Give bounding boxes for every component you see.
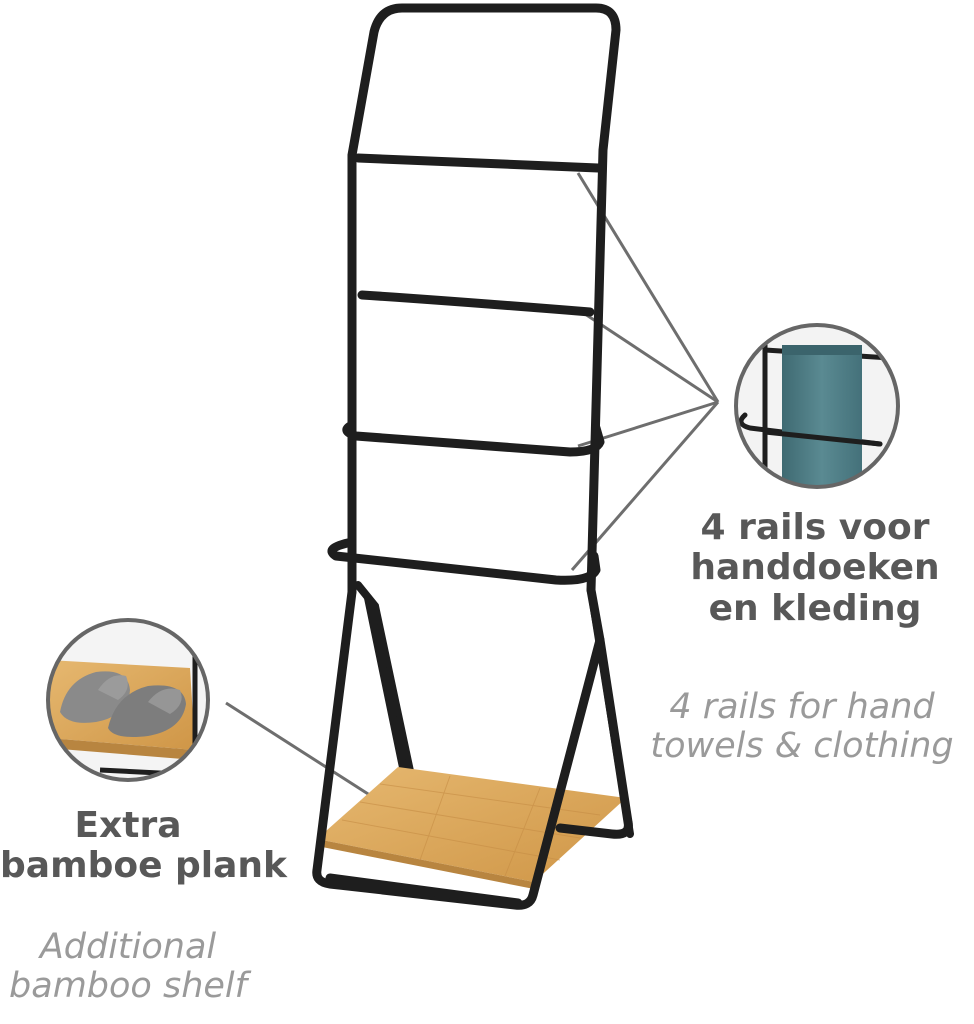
- caption-line: handdoeken: [690, 547, 940, 589]
- caption-line: Extra: [74, 805, 182, 846]
- frame-left-side: [347, 3, 621, 597]
- rail-1: [353, 153, 603, 173]
- caption-line: bamboe plank: [0, 845, 287, 887]
- plank-caption-english: Additional bamboo shelf: [0, 927, 256, 1007]
- rails-caption-english: 4 rails for hand towels & clothing: [630, 687, 974, 767]
- caption-line: 4 rails for hand: [669, 687, 935, 727]
- rail-3: [342, 420, 605, 457]
- bamboo-shelf: [317, 767, 626, 889]
- caption-line: en kleding: [708, 587, 922, 629]
- towel-icon: [782, 345, 862, 485]
- rail-2: [357, 290, 595, 317]
- caption-line: bamboo shelf: [9, 966, 247, 1007]
- plank-detail-callout: [46, 618, 210, 782]
- leader-line-plank: [225, 701, 391, 810]
- plank-caption-dutch: Extra bamboe plank: [0, 805, 287, 887]
- towel-stand: [312, 3, 634, 910]
- caption-line: towels & clothing: [650, 726, 954, 767]
- caption-line: Additional: [39, 927, 217, 967]
- slippers-icon: [60, 671, 186, 737]
- towel-rails: [327, 153, 605, 585]
- rails-caption-dutch: 4 rails voor handdoeken en kleding: [660, 507, 970, 629]
- frame: [312, 3, 633, 910]
- rail-4: [327, 537, 601, 585]
- leader-line-rail-2: [581, 310, 719, 404]
- caption-line: 4 rails voor: [700, 507, 930, 548]
- rail-detail-callout: [734, 323, 900, 489]
